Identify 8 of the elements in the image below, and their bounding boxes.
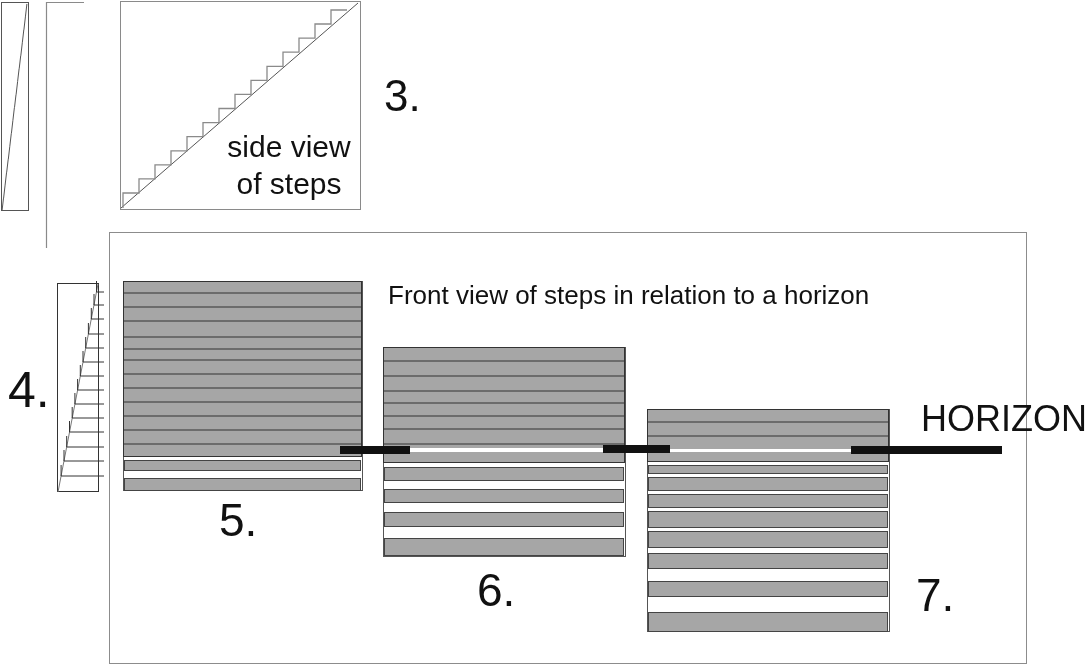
callout-number: 3.	[384, 74, 421, 118]
callout-number: 5.	[219, 497, 258, 543]
callout-number: 6.	[477, 567, 516, 613]
horizon-label: HORIZON	[921, 401, 1087, 437]
callout-number: 7.	[916, 572, 955, 618]
panel-title: Front view of steps in relation to a horizon	[388, 282, 870, 308]
callout-number: 4.	[8, 365, 50, 415]
view-caption: side view of steps	[226, 129, 352, 202]
